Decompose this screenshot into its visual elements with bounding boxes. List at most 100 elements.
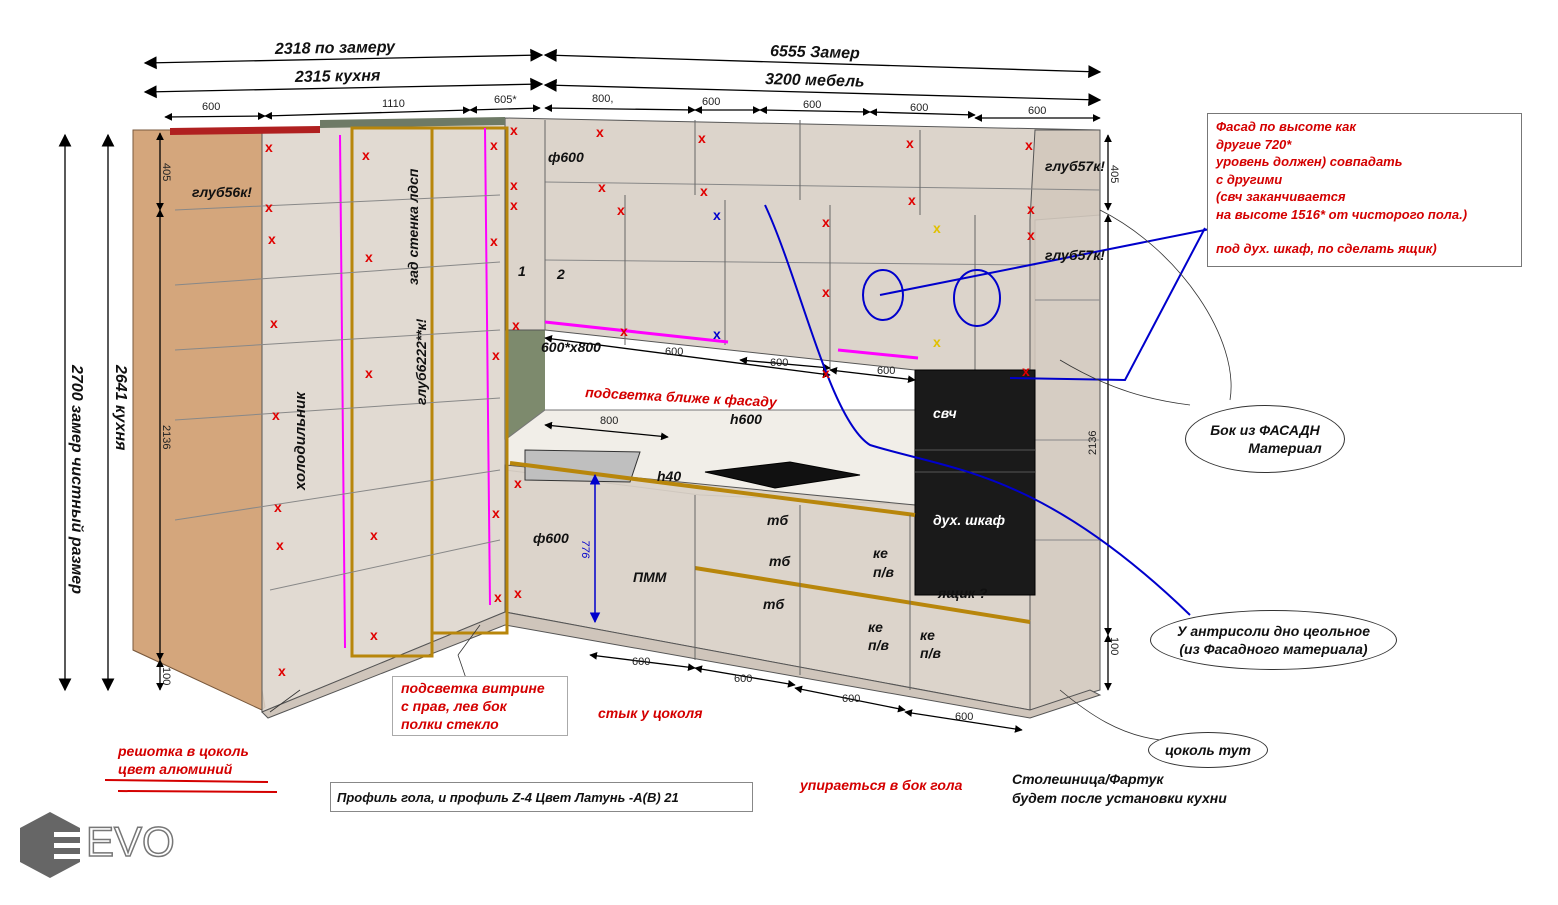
- x-mark: x: [1027, 201, 1035, 217]
- plinth-bubble: цоколь тут: [1148, 732, 1268, 768]
- label-ke-3b: п/в: [920, 645, 941, 661]
- facade-note-line: (свч заканчивается: [1216, 189, 1346, 204]
- dim-upper-600-2: 600: [770, 357, 788, 369]
- dim-600-c: 600: [803, 99, 821, 111]
- x-mark: x: [365, 365, 373, 381]
- x-marks-blue: x x x x: [713, 207, 941, 350]
- svg-text:x: x: [713, 326, 721, 342]
- x-mark: x: [822, 214, 830, 230]
- note-rest-side: упираеться в бок гола: [799, 777, 963, 793]
- label-ke-2a: ке: [868, 619, 883, 635]
- dim-2136-left: 2136: [160, 425, 172, 449]
- dim-bottom-600-3: 600: [842, 693, 860, 705]
- x-mark: x: [272, 407, 280, 423]
- dim-600-b: 600: [702, 96, 720, 108]
- dim-2136-right: 2136: [1087, 431, 1099, 455]
- x-mark: x: [270, 315, 278, 331]
- label-600x800: 600*х800: [541, 339, 601, 355]
- label-glub6222: глуб6222**к!: [413, 318, 429, 405]
- dim-6555: 6555 Замер: [770, 43, 860, 62]
- x-mark: x: [370, 627, 378, 643]
- svg-text:x: x: [713, 207, 721, 223]
- dim-600-a: 600: [202, 101, 220, 113]
- x-mark: x: [596, 124, 604, 140]
- label-h40: h40: [657, 468, 681, 484]
- dim-776: 776: [579, 540, 591, 559]
- dim-upper-600-3: 600: [877, 365, 895, 377]
- x-mark: x: [700, 183, 708, 199]
- facade-note-line: на высоте 1516* от чисторого пола.): [1216, 206, 1468, 222]
- shelves: [174, 181, 1101, 591]
- label-f600-top: ф600: [548, 149, 584, 165]
- note-lighting-facade: подсветка ближе к фасаду: [585, 384, 779, 410]
- vitrine-frame-2: [430, 126, 509, 635]
- x-mark: x: [620, 323, 628, 339]
- x-mark: x: [492, 505, 500, 521]
- label-back-wall: зад стенка лдсп: [405, 168, 421, 285]
- x-mark: x: [265, 139, 273, 155]
- dim-sink-800: 800: [600, 415, 618, 427]
- label-h600: h600: [730, 411, 762, 427]
- right-tall-column: [1029, 129, 1101, 711]
- x-mark: x: [906, 135, 914, 151]
- label-one: 1: [518, 263, 526, 279]
- rail-2: [694, 566, 1031, 624]
- x-mark: x: [1027, 227, 1035, 243]
- dim-1110: 1110: [382, 98, 405, 110]
- appliance-column[interactable]: [914, 369, 1036, 596]
- dim-2641: 2641 кухня: [112, 364, 129, 451]
- wall-niche: [505, 330, 545, 445]
- dim-600-d: 600: [910, 102, 928, 114]
- x-mark: x: [274, 499, 282, 515]
- label-fridge: холодильник: [292, 391, 309, 491]
- label-tb-3: тб: [763, 596, 784, 612]
- x-mark: x: [365, 249, 373, 265]
- vitrine-light-right: [484, 127, 491, 606]
- x-mark: x: [514, 475, 522, 491]
- x-mark: x: [512, 317, 520, 333]
- x-mark: x: [510, 177, 518, 193]
- note-plinth-joint: стык у цоколя: [598, 705, 703, 721]
- dim-405-right: 405: [1108, 165, 1120, 183]
- x-mark: x: [698, 130, 706, 146]
- label-pmm: ПММ: [633, 569, 667, 585]
- top-strip: [320, 117, 505, 128]
- x-mark: x: [510, 197, 518, 213]
- side-material-bubble: Бок из ФАСАДН Материал: [1185, 405, 1345, 473]
- x-mark: x: [514, 585, 522, 601]
- x-mark: x: [265, 199, 273, 215]
- label-glub57-top: глуб57к!: [1045, 158, 1105, 174]
- svg-text:x: x: [933, 220, 941, 236]
- x-mark: x: [822, 284, 830, 300]
- upper-cabinets: [504, 117, 1101, 371]
- x-marks: x x x x x x x x x x x x x x x x x x x x …: [265, 122, 1035, 679]
- dim-100-right: 100: [1108, 637, 1120, 655]
- dim-3200: 3200 мебель: [765, 71, 865, 91]
- facade-note: Фасад по высоте как другие 720* уровень …: [1207, 113, 1522, 267]
- upper-light-2: [837, 348, 919, 360]
- dim-605: 605*: [494, 94, 517, 106]
- label-glub56: глуб56к!: [192, 184, 252, 200]
- label-tb-1: тб: [767, 512, 788, 528]
- dimension-lines: [58, 48, 1112, 733]
- logo-text: EVO: [85, 817, 175, 866]
- label-ke-2b: п/в: [868, 637, 889, 653]
- x-mark: x: [276, 537, 284, 553]
- lower-divisions: [694, 495, 911, 690]
- facade-note-line: другие 720*: [1216, 136, 1292, 152]
- facade-note-line: [1216, 223, 1513, 240]
- dim-upper-600-1: 600: [665, 346, 683, 358]
- facade-note-line: Фасад по высоте как: [1216, 119, 1356, 134]
- vitrine-light-left: [339, 134, 346, 649]
- label-oven: дух. шкаф: [933, 512, 1005, 528]
- label-ke-1b: п/в: [873, 564, 894, 580]
- facade-note-line: с другими: [1216, 171, 1283, 187]
- logo-hexagon: [20, 812, 80, 878]
- x-mark: x: [598, 179, 606, 195]
- lower-cabinets: [504, 464, 1031, 711]
- label-ke-3a: ке: [920, 627, 935, 643]
- x-mark: x: [822, 365, 830, 381]
- hob[interactable]: [704, 461, 861, 489]
